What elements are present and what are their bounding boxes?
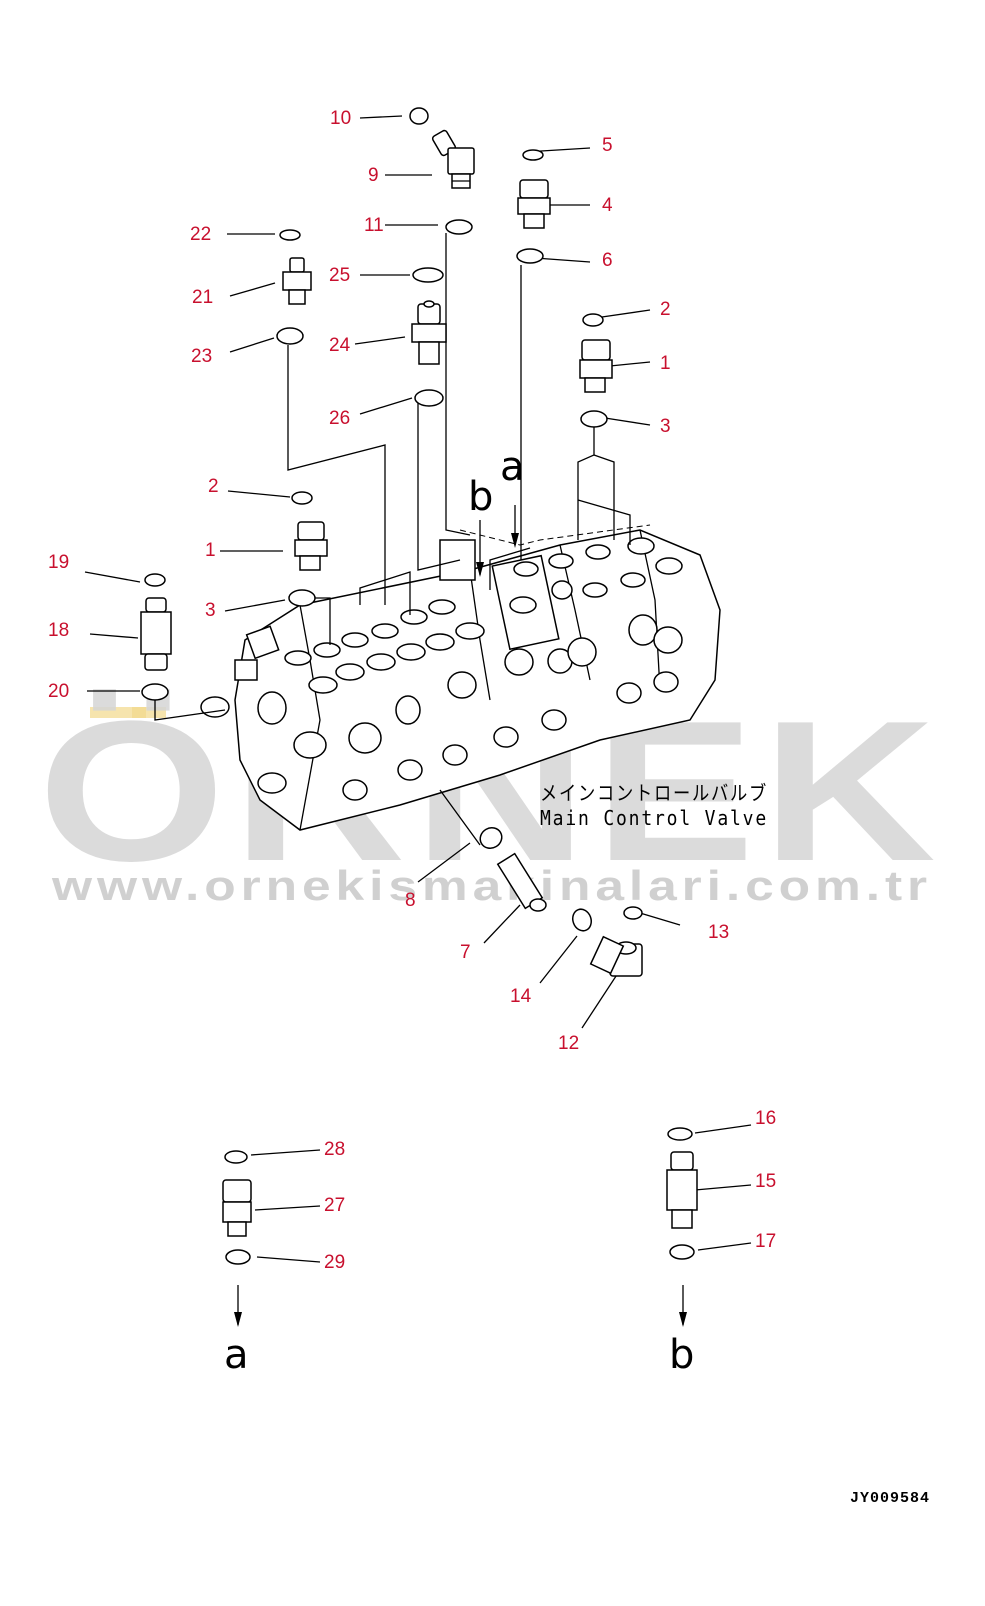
callout-2b: 2: [208, 476, 219, 497]
fitting-18: [140, 597, 172, 671]
valve-ports: [284, 537, 683, 694]
fitting-27: [222, 1179, 252, 1237]
fitting-21: [282, 257, 312, 305]
o-ring-29: [225, 1249, 251, 1265]
callout-3a: 3: [660, 416, 671, 437]
o-ring-28: [224, 1150, 248, 1164]
o-ring-20: [141, 683, 169, 701]
view-letter-b-bottom: b: [669, 1332, 694, 1378]
callout-18: 18: [48, 620, 69, 641]
o-ring-10: [409, 107, 429, 125]
main-control-valve-body: [200, 524, 721, 831]
o-ring-3b: [288, 589, 316, 607]
callout-8: 8: [405, 890, 416, 911]
callout-3b: 3: [205, 600, 216, 621]
callout-22: 22: [190, 224, 211, 245]
view-letter-a-bottom: a: [224, 1332, 249, 1378]
callout-15: 15: [755, 1171, 776, 1192]
o-ring-11: [445, 219, 473, 235]
callout-6: 6: [602, 250, 613, 271]
o-ring-17: [669, 1244, 695, 1260]
callout-4: 4: [602, 195, 613, 216]
callout-1a: 1: [660, 353, 671, 374]
caption-english: Main Control Valve: [540, 806, 768, 830]
o-ring-26: [414, 389, 444, 407]
callout-28: 28: [324, 1139, 345, 1160]
o-ring-5: [522, 149, 544, 161]
reference-code: JY009584: [850, 1490, 930, 1507]
callout-20: 20: [48, 681, 69, 702]
view-letters: a b a b: [224, 444, 694, 1378]
fitting-7: [496, 852, 547, 912]
view-letter-b-top: b: [468, 474, 493, 520]
view-arrows: [234, 505, 687, 1327]
caption-japanese: メインコントロールバルブ: [540, 781, 768, 805]
callout-9: 9: [368, 165, 379, 186]
callout-17: 17: [755, 1231, 776, 1252]
o-ring-22: [279, 229, 301, 241]
callout-11: 11: [364, 215, 384, 236]
o-ring-23: [276, 327, 304, 345]
o-ring-19: [144, 573, 166, 587]
callout-13: 13: [708, 922, 729, 943]
callout-14: 14: [510, 986, 532, 1007]
watermark-url: www.ornekismakinalari.com.tr: [51, 862, 932, 909]
callout-16: 16: [755, 1108, 776, 1129]
callout-19: 19: [48, 552, 69, 573]
fitting-1a: [579, 339, 613, 393]
callout-25: 25: [329, 265, 350, 286]
callout-26: 26: [329, 408, 350, 429]
callout-10: 10: [330, 108, 351, 129]
fitting-15: [666, 1151, 698, 1229]
o-rings: [141, 107, 695, 1265]
callout-21: 21: [192, 287, 213, 308]
callout-1b: 1: [205, 540, 216, 561]
o-ring-8: [479, 826, 503, 850]
o-ring-16: [667, 1127, 693, 1141]
leader-lines: [84, 115, 752, 1263]
callout-27: 27: [324, 1195, 345, 1216]
fitting-12-elbow: [589, 935, 643, 977]
o-ring-3a: [580, 410, 608, 428]
view-letter-a-top: a: [500, 444, 525, 490]
o-ring-2a: [582, 313, 604, 327]
callout-2a: 2: [660, 299, 671, 320]
o-ring-6: [516, 248, 544, 264]
fittings: [140, 129, 698, 1237]
callout-5: 5: [602, 135, 613, 156]
callout-23: 23: [191, 346, 212, 367]
valve-side-fittings: [200, 614, 683, 801]
fitting-24: [411, 300, 447, 365]
fitting-1b: [294, 521, 328, 571]
callout-29: 29: [324, 1252, 345, 1273]
fitting-4: [517, 179, 551, 229]
o-ring-13: [623, 906, 643, 920]
callouts: 10 9 5 4 22 11 6 25 21 2 1 24 23 3 26 2 …: [48, 108, 776, 1273]
o-ring-2b: [291, 491, 313, 505]
o-ring-25: [412, 267, 444, 283]
callout-12: 12: [558, 1033, 579, 1054]
fitting-9-elbow: [431, 129, 475, 189]
o-ring-14: [571, 908, 593, 932]
callout-24: 24: [329, 335, 351, 356]
callout-7: 7: [460, 942, 471, 963]
